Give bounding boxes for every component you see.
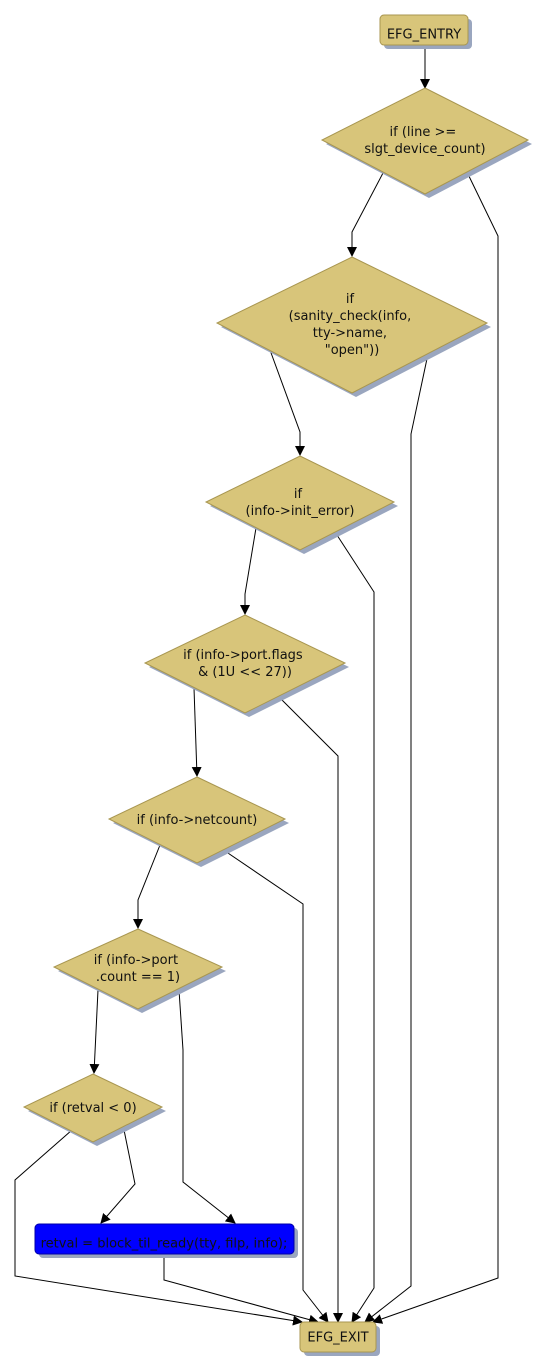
cond-port-flags-text-1: if (info->port.flags [183,648,303,663]
cond-port-flags-label: if (info->port.flags & (1U << 27)) [183,648,307,680]
edge-line-true-exit [372,169,499,1324]
cond-line-node[interactable]: if (line >= slgt_device_count) [320,87,532,198]
cond-port-flags-text-2: & (1U << 27)) [198,665,292,680]
cond-port-flags-node[interactable]: if (info->port.flags & (1U << 27)) [143,614,349,717]
action-block-node[interactable]: retval = block_til_ready(tty, filp, info… [34,1223,298,1258]
entry-label: EFG_ENTRY [387,28,461,43]
action-block-label: retval = block_til_ready(tty, filp, info… [41,1237,288,1252]
edge-netcount-true-exit [221,848,329,1323]
edge-port-count-true-block [178,989,236,1224]
edge-retval-false-block [100,1124,136,1224]
cond-port-count-label: if (info->port .count == 1) [94,953,182,985]
edge-line-false-sanity [347,172,384,257]
cond-port-count-text-1: if (info->port [94,953,178,968]
edge-port-flags-true-exit [277,695,343,1323]
cond-port-count-node[interactable]: if (info->port .count == 1) [52,928,226,1013]
cond-init-error-text-1: if [294,487,303,502]
cond-sanity-text-4: "open")) [325,343,380,358]
edge-sanity-false-init-error [269,349,305,456]
cond-sanity-label: if (sanity_check(info, tty->name, "open"… [289,292,416,358]
entry-node[interactable]: EFG_ENTRY [379,14,472,49]
cond-sanity-node[interactable]: if (sanity_check(info, tty->name, "open"… [215,256,491,397]
cond-line-text-2: slgt_device_count) [364,142,485,157]
cond-line-label: if (line >= slgt_device_count) [364,125,485,157]
cond-sanity-text-3: tty->name, [313,326,387,341]
edge-init-error-true-exit [334,531,375,1323]
edge-netcount-false-port-count [133,844,161,929]
cond-init-error-label: if (info->init_error) [246,487,355,519]
exit-node[interactable]: EFG_EXIT [299,1321,380,1356]
cond-port-count-text-2: .count == 1) [96,970,180,985]
cond-line-text-1: if (line >= [390,125,457,140]
cond-retval-node[interactable]: if (retval < 0) [22,1073,166,1146]
edge-port-flags-false-netcount [191,687,202,777]
nodes: EFG_ENTRY if (line >= slgt_device_count)… [22,14,532,1356]
edge-block-to-exit [163,1255,319,1325]
edge-init-error-false-port-flags [240,527,257,615]
cond-sanity-text-1: if [346,292,355,307]
cond-sanity-text-2: (sanity_check(info, [289,309,412,324]
cond-retval-text-1: if (retval < 0) [49,1101,136,1116]
exit-label: EFG_EXIT [307,1331,368,1346]
cond-init-error-text-2: (info->init_error) [246,504,355,519]
cond-netcount-text-1: if (info->netcount) [137,813,258,828]
edge-port-count-false-retval [89,989,100,1074]
edge-retval-true-exit [14,1129,303,1326]
cond-init-error-node[interactable]: if (info->init_error) [204,455,398,554]
cond-netcount-node[interactable]: if (info->netcount) [107,776,289,867]
edges [14,45,499,1326]
edge-sanity-true-exit [364,353,429,1323]
cond-netcount-label: if (info->netcount) [137,813,258,828]
cond-retval-label: if (retval < 0) [49,1101,136,1116]
